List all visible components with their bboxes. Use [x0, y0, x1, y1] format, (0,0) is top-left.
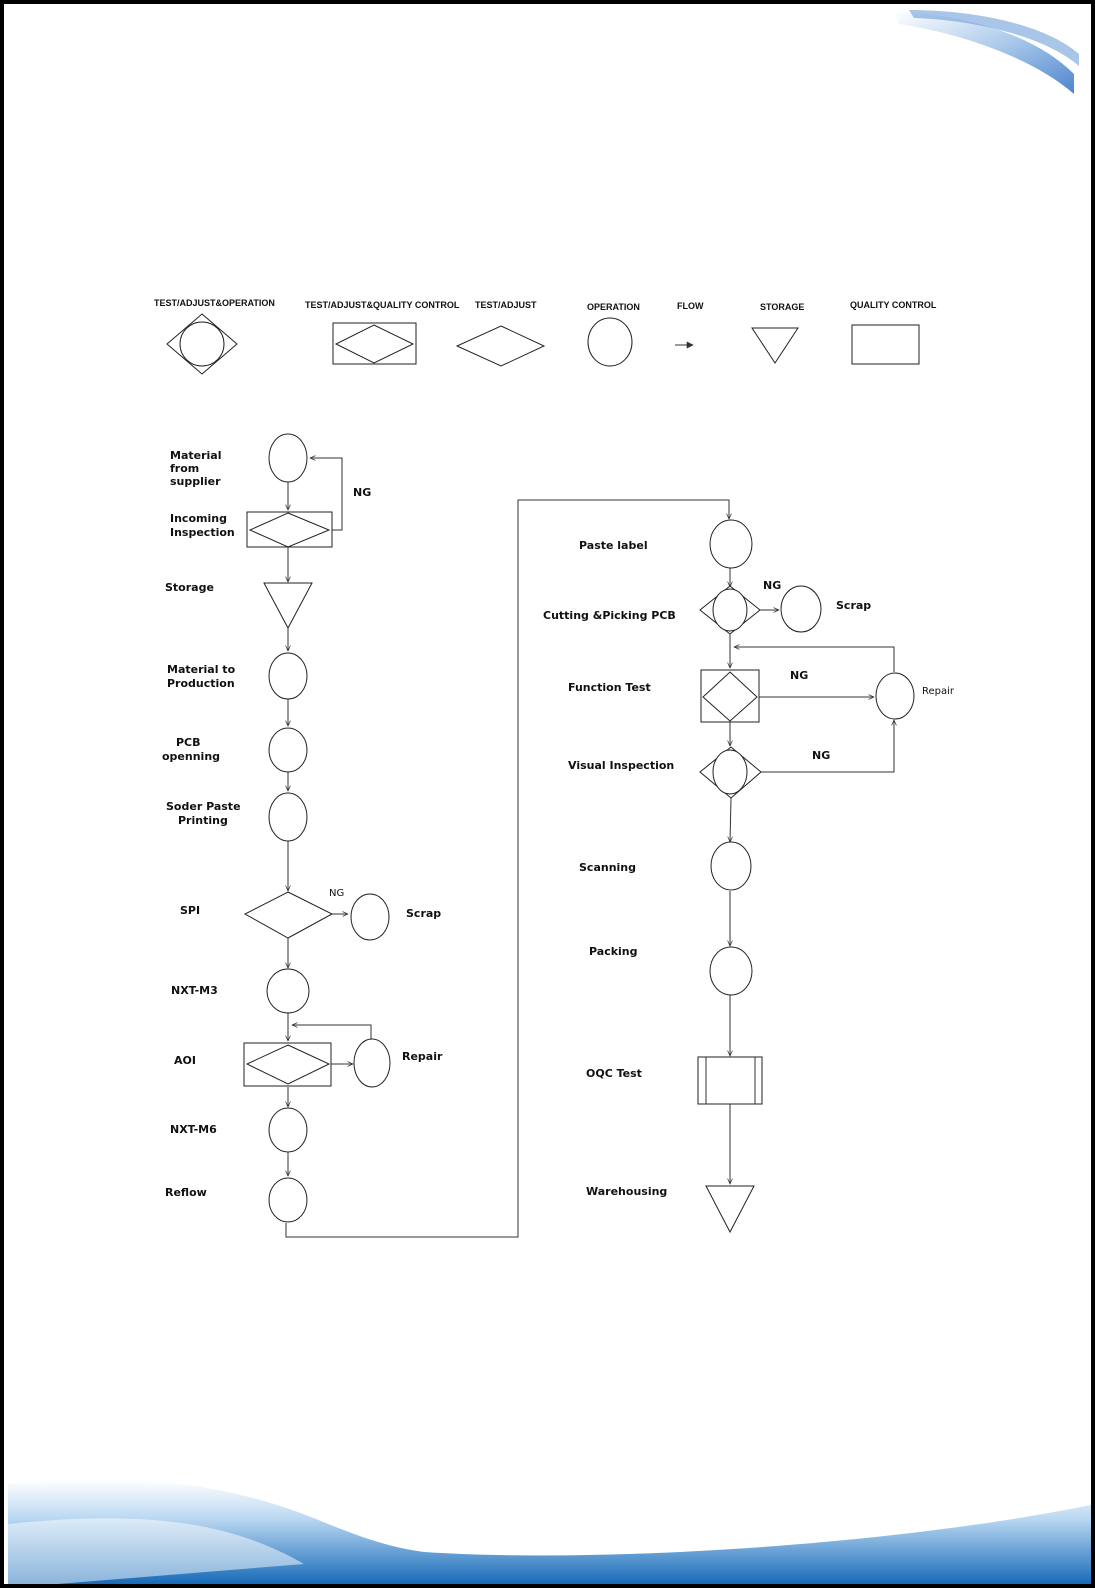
label-visual-inspection: Visual Inspection [568, 759, 674, 772]
label-oqc-test: OQC Test [586, 1067, 642, 1080]
warehousing-triangle [705, 1185, 755, 1234]
label-scrap-right: Scrap [836, 599, 871, 612]
legend-label-storage: STORAGE [760, 302, 804, 312]
cutting-picking-circle [712, 588, 748, 632]
legend-label-test-adjust: TEST/ADJUST [475, 300, 537, 310]
scanning-operation [710, 841, 752, 891]
label-function-test: Function Test [568, 681, 651, 694]
bottom-wave-band [8, 1479, 1091, 1584]
label-scanning: Scanning [579, 861, 636, 874]
legend: TEST/ADJUST&OPERATION TEST/ADJUST&QUALIT… [154, 298, 937, 375]
legend-storage-triangle [751, 327, 799, 364]
right-flow-column: Paste label Cutting &Picking PCB NG Scra… [543, 519, 955, 1234]
solder-paste-operation [268, 792, 308, 842]
pcb-opening-operation [268, 727, 308, 773]
legend-label-quality-control: QUALITY CONTROL [850, 300, 937, 310]
function-test-diamond [702, 671, 758, 722]
label-ng-incoming: NG [353, 486, 371, 499]
label-packing: Packing [589, 945, 638, 958]
legend-label-operation: OPERATION [587, 302, 640, 312]
material-supplier-operation [268, 433, 308, 483]
legend-label-test-adjust-quality-control: TEST/ADJUST&QUALITY CONTROL [305, 300, 460, 310]
label-paste-label: Paste label [579, 539, 648, 552]
nxt-m3-operation [266, 968, 310, 1014]
reflow-operation [268, 1177, 308, 1223]
legend-label-flow: FLOW [677, 301, 704, 311]
label-repair-right: Repair [922, 686, 955, 697]
label-solder-paste-printing: Soder Paste Printing [166, 800, 244, 827]
label-cutting-picking: Cutting &Picking PCB [543, 609, 676, 622]
incoming-inspection-diamond [248, 512, 331, 548]
label-nxt-m6: NXT-M6 [170, 1123, 217, 1136]
storage-triangle [263, 582, 313, 630]
nxt-m6-operation [268, 1107, 308, 1153]
label-nxt-m3: NXT-M3 [171, 984, 218, 997]
label-aoi: AOI [174, 1054, 196, 1067]
label-pcb-opening: PCB openning [162, 736, 220, 763]
legend-operation-circle [587, 317, 633, 367]
top-right-swoosh [894, 10, 1079, 94]
label-repair-left: Repair [402, 1050, 443, 1063]
label-storage: Storage [165, 581, 214, 594]
spi-scrap-operation [350, 893, 390, 941]
legend-quality-rect [851, 324, 920, 365]
label-ng-cutting: NG [763, 579, 781, 592]
label-ng-spi: NG [329, 888, 344, 899]
cutting-scrap-operation [780, 585, 822, 633]
repair-right-operation [875, 672, 915, 720]
process-flow-diagram: TEST/ADJUST&OPERATION TEST/ADJUST&QUALIT… [8, 10, 1091, 1584]
legend-label-test-adjust-operation: TEST/ADJUST&OPERATION [154, 298, 275, 308]
label-ng-visual: NG [812, 749, 830, 762]
legend-inner-diamond-shape [334, 324, 415, 364]
legend-diamond-only-shape [455, 325, 546, 367]
visual-inspection-circle [712, 749, 748, 795]
spi-test-diamond [243, 891, 334, 939]
left-flow-column: Material from supplier NG Incoming Inspe… [162, 433, 729, 1238]
label-incoming-inspection: Incoming Inspection [170, 512, 235, 539]
label-material-from-supplier: Material from supplier [170, 449, 225, 488]
label-spi: SPI [180, 904, 200, 917]
packing-operation [709, 946, 753, 996]
label-scrap-left: Scrap [406, 907, 441, 920]
oqc-test-box [697, 1056, 763, 1105]
paste-label-operation [709, 519, 753, 569]
legend-circle-shape [179, 321, 225, 367]
material-production-operation [268, 652, 308, 700]
label-material-to-production: Material to Production [167, 663, 239, 690]
label-ng-function: NG [790, 669, 808, 682]
label-warehousing: Warehousing [586, 1185, 667, 1198]
label-reflow: Reflow [165, 1186, 207, 1199]
aoi-repair-operation [353, 1038, 391, 1088]
aoi-diamond [245, 1044, 331, 1085]
